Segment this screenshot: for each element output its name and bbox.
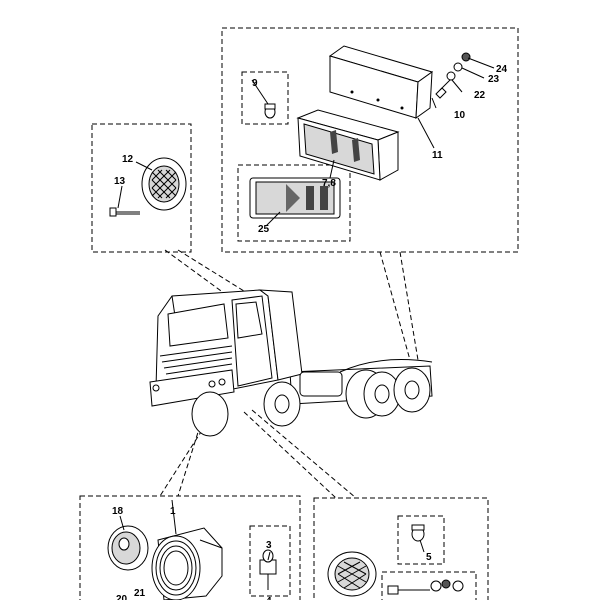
headlamp-housing-1 <box>151 527 223 600</box>
reflector-25-box <box>237 164 351 242</box>
front-lamp <box>327 551 377 597</box>
leader-lines <box>117 57 495 561</box>
front-lamp-detail-box <box>313 497 489 600</box>
callout-25: 25 <box>258 224 270 235</box>
bulb-5-icon <box>411 524 425 542</box>
callout-23: 23 <box>488 74 500 85</box>
bulb-3-icon <box>259 549 277 590</box>
callout-1: 1 <box>170 506 176 517</box>
bulb-9-box <box>241 71 289 125</box>
callout-5: 5 <box>426 552 432 563</box>
mounting-bracket <box>328 45 434 120</box>
truck-illustration <box>149 289 433 437</box>
bulb-9-icon <box>264 103 276 119</box>
callout-3: 3 <box>266 540 272 551</box>
callout-18: 18 <box>112 506 124 517</box>
fasteners <box>435 52 471 99</box>
callout-11: 11 <box>432 150 443 161</box>
callout-10: 10 <box>454 110 466 121</box>
callout-20: 20 <box>116 594 128 600</box>
rear-reflector <box>249 177 341 219</box>
callout-24: 24 <box>496 64 508 75</box>
callout-7-8: 7,8 <box>322 178 336 189</box>
callout-13: 13 <box>114 176 126 187</box>
bulb-5-box <box>397 515 445 565</box>
bulb-3-box <box>249 525 291 597</box>
callout-21: 21 <box>134 588 146 599</box>
side-marker-lamp <box>141 157 187 211</box>
screw-13-icon <box>109 207 140 217</box>
headlamp-18 <box>107 525 149 571</box>
rear-lamp-detail-box <box>221 27 519 253</box>
callout-12: 12 <box>122 154 134 165</box>
rear-lamp-housing <box>296 109 400 181</box>
callout-4: 4 <box>266 596 272 600</box>
marker-lamp-detail-box <box>91 123 192 253</box>
headlamp-detail-box <box>79 495 301 600</box>
callout-22: 22 <box>474 90 486 101</box>
callout-9: 9 <box>252 78 258 89</box>
bolt-kit-icon <box>387 579 464 595</box>
